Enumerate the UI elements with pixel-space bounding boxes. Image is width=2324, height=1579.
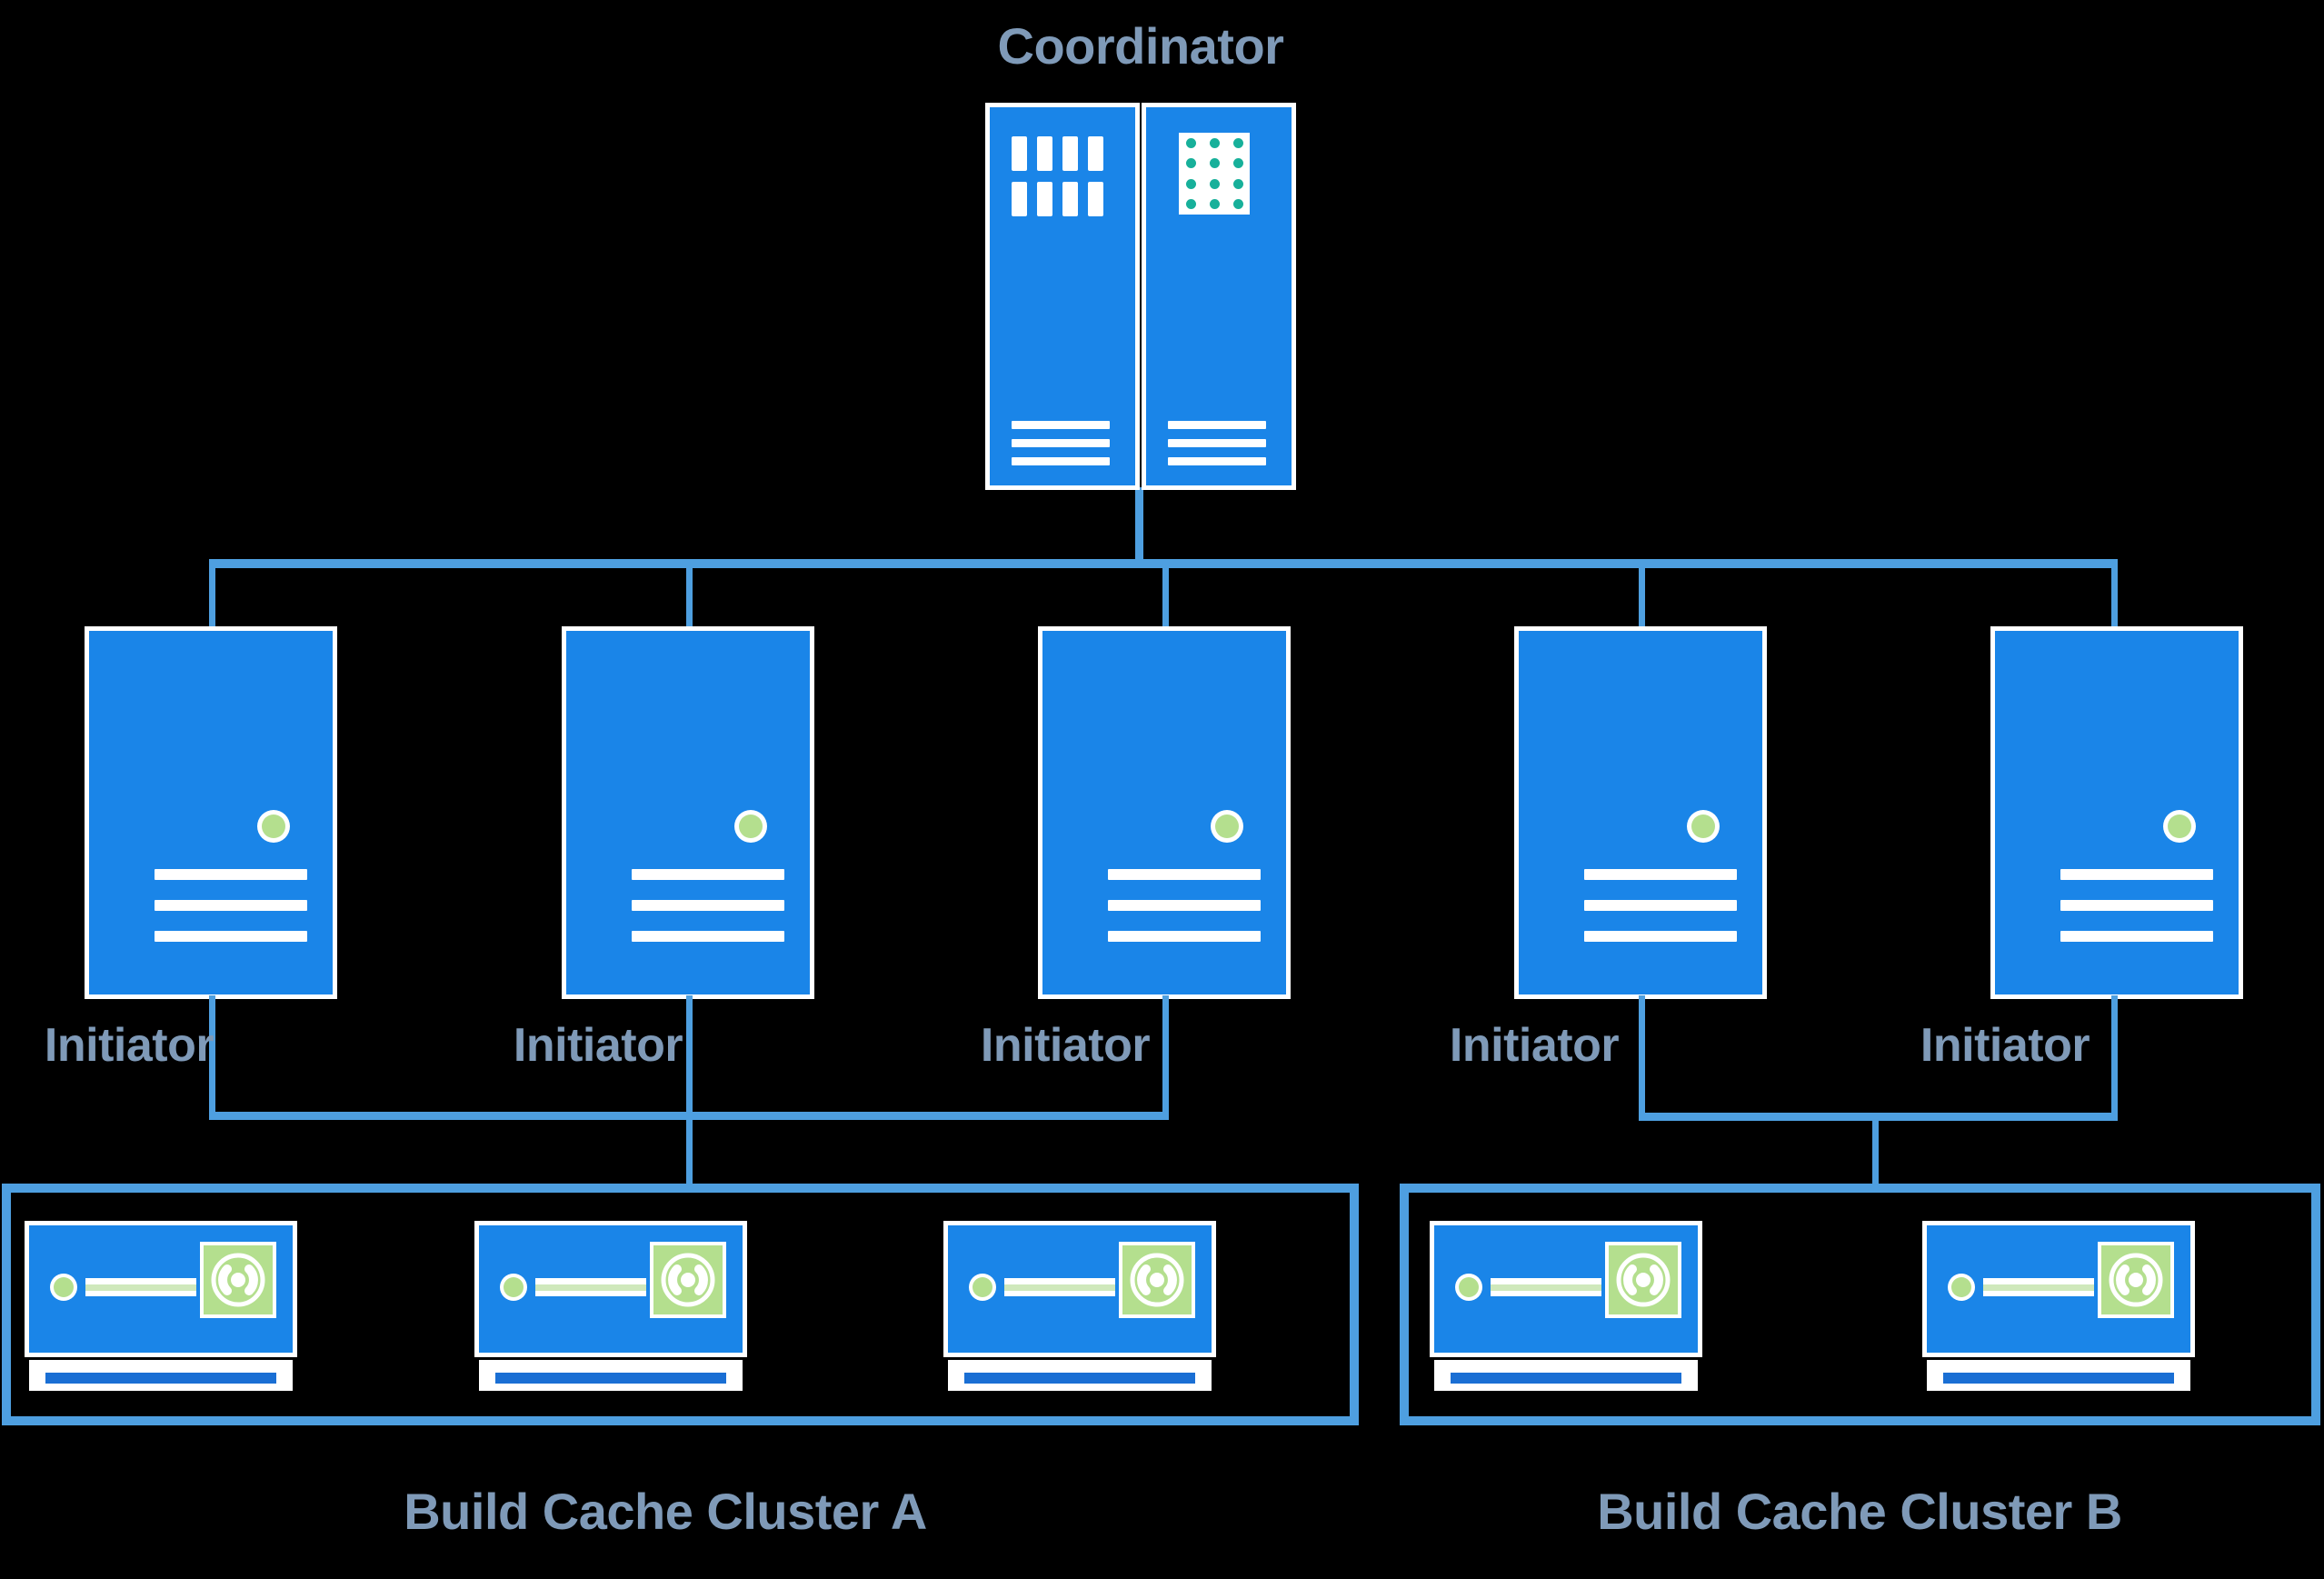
disc-icon	[653, 1245, 723, 1314]
disc-icon	[1609, 1245, 1678, 1314]
cache-bar-icon	[1491, 1278, 1601, 1296]
cache-node-base	[479, 1360, 743, 1391]
status-dot-icon	[504, 1277, 524, 1297]
connector-initiator2-down	[686, 995, 693, 1118]
initiator-server-5[interactable]	[1995, 631, 2239, 994]
rack-lines-icon	[1012, 421, 1110, 465]
connector-coordinator-drop	[1135, 487, 1143, 565]
cache-node-base	[1434, 1360, 1698, 1391]
coordinator-server-icon[interactable]	[986, 102, 1295, 491]
cache-bar-icon	[85, 1278, 196, 1296]
coordinator-rack-left	[990, 107, 1135, 485]
connector-initiator-drop-5	[2111, 559, 2118, 634]
rack-lines-icon	[1168, 421, 1266, 465]
cache-node-body	[479, 1225, 743, 1353]
connector-initiator3-down	[1162, 995, 1169, 1118]
cache-node-body	[1927, 1225, 2190, 1353]
server-lines-icon	[1108, 869, 1261, 942]
status-dot-icon	[1951, 1277, 1971, 1297]
connector-initiator5-down	[2111, 995, 2118, 1119]
disc-icon	[204, 1245, 273, 1314]
initiator-label-4: Initiator	[1449, 1019, 1620, 1072]
server-lines-icon	[155, 869, 307, 942]
connector-initiator-drop-1	[209, 559, 215, 634]
initiator-label-1: Initiator	[44, 1019, 214, 1072]
status-dot-icon	[739, 814, 763, 838]
connector-initiator-drop-4	[1639, 559, 1645, 634]
cache-node-base	[1927, 1360, 2190, 1391]
coordinator-label: Coordinator	[997, 17, 1284, 75]
vent-bars-icon	[1012, 136, 1103, 216]
connector-initiator1-down	[209, 995, 215, 1118]
build-cache-cluster-b-label: Build Cache Cluster B	[1597, 1483, 2122, 1540]
cache-bar-icon	[1983, 1278, 2094, 1296]
status-dot-icon	[1459, 1277, 1479, 1297]
cache-node-a-2[interactable]	[479, 1225, 743, 1394]
server-lines-icon	[632, 869, 784, 942]
status-dot-icon	[1691, 814, 1715, 838]
disc-icon	[1122, 1245, 1192, 1314]
connector-initiator-drop-3	[1162, 559, 1169, 634]
initiator-server-1[interactable]	[89, 631, 333, 994]
initiator-label-3: Initiator	[980, 1019, 1151, 1072]
connector-cluster-b-drop	[1872, 1113, 1879, 1189]
connector-initiator4-down	[1639, 995, 1645, 1119]
connector-cluster-a-drop	[686, 1112, 693, 1189]
initiator-label-2: Initiator	[513, 1019, 683, 1072]
cache-node-b-2[interactable]	[1927, 1225, 2190, 1394]
cache-node-b-1[interactable]	[1434, 1225, 1698, 1394]
status-dot-icon	[262, 814, 285, 838]
cache-node-a-1[interactable]	[29, 1225, 293, 1394]
connector-initiator-drop-2	[686, 559, 693, 634]
initiator-server-4[interactable]	[1519, 631, 1762, 994]
build-cache-cluster-a-label: Build Cache Cluster A	[404, 1483, 927, 1540]
coordinator-rack-right	[1146, 107, 1292, 485]
server-lines-icon	[2060, 869, 2213, 942]
status-dot-icon	[54, 1277, 74, 1297]
cache-node-base	[948, 1360, 1212, 1391]
cache-node-body	[1434, 1225, 1698, 1353]
cache-node-base	[29, 1360, 293, 1391]
status-dot-icon	[1215, 814, 1239, 838]
cache-bar-icon	[1004, 1278, 1115, 1296]
server-lines-icon	[1584, 869, 1737, 942]
cache-node-body	[948, 1225, 1212, 1353]
status-dot-icon	[2168, 814, 2191, 838]
initiator-label-5: Initiator	[1920, 1019, 2090, 1072]
cache-bar-icon	[535, 1278, 646, 1296]
initiator-server-3[interactable]	[1042, 631, 1286, 994]
cache-node-a-3[interactable]	[948, 1225, 1212, 1394]
initiator-server-2[interactable]	[566, 631, 810, 994]
cache-node-body	[29, 1225, 293, 1353]
dot-matrix-panel-icon	[1179, 133, 1250, 215]
status-dot-icon	[972, 1277, 992, 1297]
disc-icon	[2101, 1245, 2170, 1314]
